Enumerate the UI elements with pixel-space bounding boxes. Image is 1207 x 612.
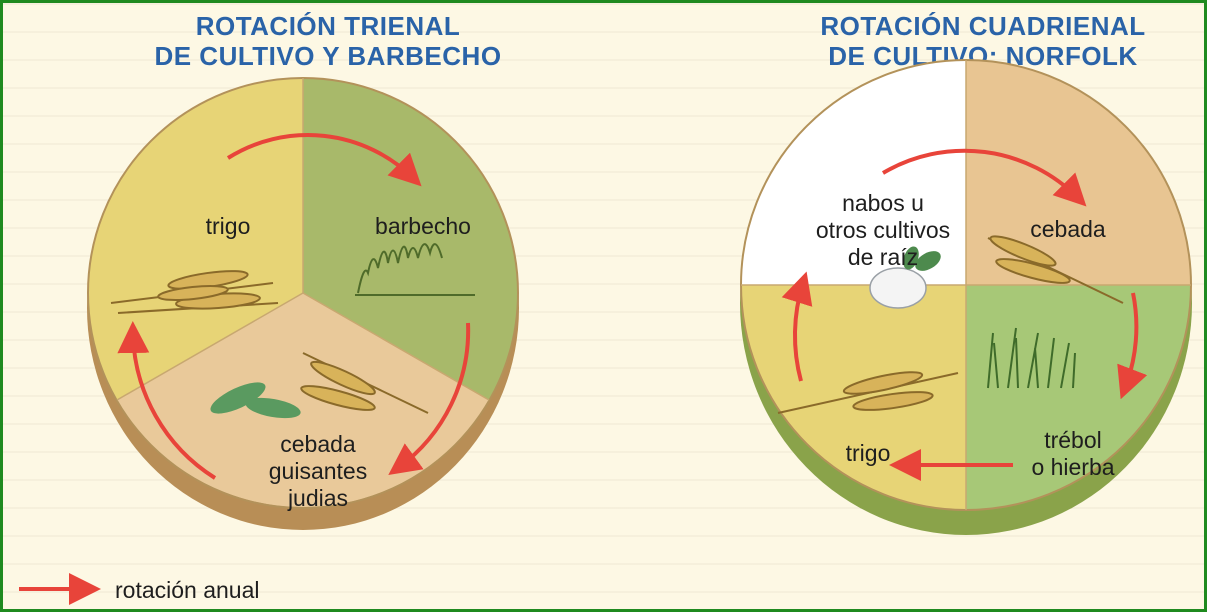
right-label-trigo: trigo — [845, 440, 891, 466]
left-label-judias: judias — [287, 485, 349, 511]
right-label-trebol-line-2: o hierba — [1031, 454, 1115, 480]
left-rotation-arrow-left — [117, 321, 217, 480]
right-rotation-arrow-top — [881, 148, 1087, 207]
right-title-line-1: ROTACIÓN CUADRIENAL — [820, 11, 1146, 41]
right-section-cebada — [966, 60, 1191, 285]
left-disk — [87, 77, 519, 530]
left-label-cebada-group: cebada guisantes judias — [248, 431, 388, 512]
rotation-diagrams — [19, 59, 1192, 605]
right-label-cebada: cebada — [1030, 216, 1106, 242]
left-rotation-arrow-right — [388, 322, 471, 476]
right-label-nabos-line-2: otros cultivos — [815, 217, 951, 243]
left-diagram-title: ROTACIÓN TRIENAL DE CULTIVO Y BARBECHO — [113, 11, 543, 71]
right-label-nabos-line-1: nabos u — [842, 190, 924, 216]
barley-illustration-right — [987, 235, 1124, 304]
grass-illustration — [355, 243, 475, 296]
right-label-nabos-group: nabos u otros cultivos de raíz — [793, 190, 973, 271]
turnip-illustration — [869, 246, 941, 309]
peas-and-barley-illustration — [210, 352, 429, 419]
left-section-trigo — [88, 78, 303, 400]
left-label-guisantes: guisantes — [268, 458, 368, 484]
left-label-trigo: trigo — [205, 213, 251, 239]
right-rotation-arrow-left — [781, 271, 813, 382]
right-label-trebol-group: trébol o hierba — [1003, 427, 1143, 481]
left-section-barbecho — [303, 78, 518, 400]
left-title-line-1: ROTACIÓN TRIENAL — [195, 11, 461, 41]
legend-arrow-spacer — [17, 575, 107, 605]
legend: rotación anual — [17, 575, 260, 605]
left-label-cebada: cebada — [280, 431, 356, 457]
left-rotation-arrow-top — [226, 133, 422, 187]
legend-label: rotación anual — [115, 576, 260, 603]
left-title-line-2: DE CULTIVO Y BARBECHO — [154, 41, 502, 71]
wheat-illustration-right — [777, 371, 959, 414]
right-label-trebol-line-1: trébol — [1044, 427, 1102, 453]
wheat-illustration-left — [110, 270, 279, 314]
clover-grass-illustration — [987, 327, 1076, 389]
right-rotation-arrow-right — [1117, 292, 1148, 400]
left-label-barbecho: barbecho — [375, 213, 471, 239]
right-label-nabos-line-3: de raíz — [847, 244, 919, 270]
